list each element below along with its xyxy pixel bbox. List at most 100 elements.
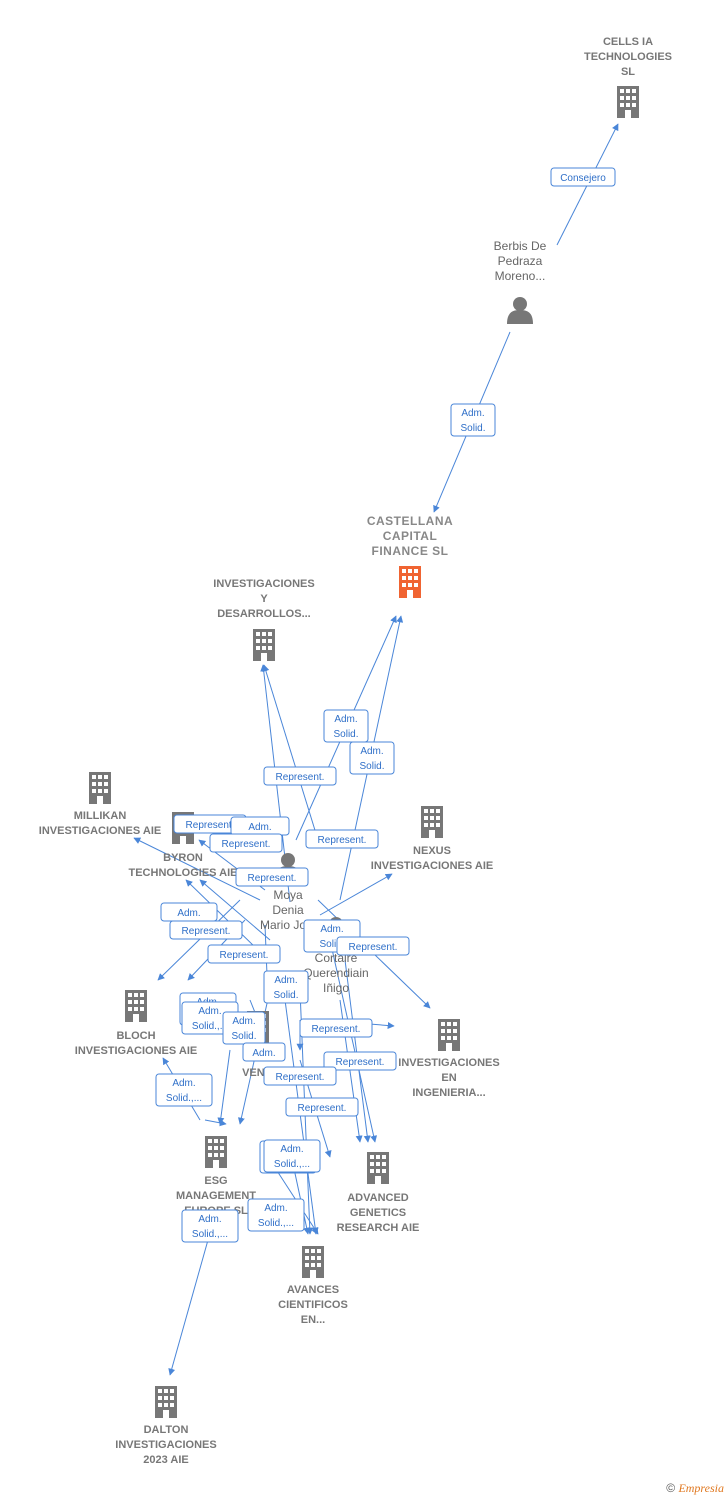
relation-label[interactable]: Represent. bbox=[299, 1018, 373, 1038]
node-label[interactable]: BYRON bbox=[163, 852, 203, 864]
relation-box[interactable] bbox=[550, 167, 616, 187]
relation-label[interactable]: Adm.Solid.,... bbox=[263, 1139, 321, 1173]
relation-label[interactable]: Represent. bbox=[263, 1066, 337, 1086]
node-label[interactable]: FINANCE SL bbox=[372, 544, 449, 558]
relation-box[interactable] bbox=[305, 829, 379, 849]
node-label[interactable]: Iñigo bbox=[323, 981, 349, 995]
node-label[interactable]: INVESTIGACIONES bbox=[398, 1057, 499, 1069]
relation-box[interactable] bbox=[263, 1139, 321, 1173]
relation-box[interactable] bbox=[207, 944, 281, 964]
node-label[interactable]: Mario Jo... bbox=[260, 918, 316, 932]
relation-box[interactable] bbox=[181, 1209, 239, 1243]
relation-box[interactable] bbox=[169, 920, 243, 940]
building-icon[interactable] bbox=[302, 1246, 324, 1278]
building-icon[interactable] bbox=[89, 772, 111, 804]
node-label[interactable]: Pedraza bbox=[498, 254, 543, 268]
node-byron[interactable]: BYRON TECHNOLOGIES AIE bbox=[129, 812, 238, 879]
node-label[interactable]: NEXUS bbox=[413, 845, 451, 857]
relation-box[interactable] bbox=[323, 709, 369, 743]
relation-box[interactable] bbox=[349, 741, 395, 775]
node-advanced[interactable]: ADVANCED GENETICS RESEARCH AIE bbox=[337, 1152, 420, 1234]
footer-brand[interactable]: © Empresia bbox=[666, 1481, 724, 1496]
relation-box[interactable] bbox=[450, 403, 496, 437]
building-icon[interactable] bbox=[367, 1152, 389, 1184]
relation-label[interactable]: Represent. bbox=[323, 1051, 397, 1071]
person-icon[interactable] bbox=[507, 297, 533, 324]
node-dalton[interactable]: DALTON INVESTIGACIONES 2023 AIE bbox=[115, 1386, 217, 1466]
building-icon[interactable] bbox=[617, 86, 639, 118]
relation-label[interactable]: Adm.Solid.,... bbox=[181, 1209, 239, 1243]
node-label[interactable]: TECHNOLOGIES bbox=[584, 51, 672, 63]
node-label[interactable]: CELLS IA bbox=[603, 36, 653, 48]
relation-label[interactable]: Adm.Solid. bbox=[349, 741, 395, 775]
node-label[interactable]: BLOCH bbox=[116, 1030, 155, 1042]
node-label[interactable]: CAPITAL bbox=[383, 529, 438, 543]
node-label[interactable]: RESEARCH AIE bbox=[337, 1222, 420, 1234]
node-label[interactable]: MANAGEMENT bbox=[176, 1190, 256, 1202]
node-cells[interactable]: CELLS IA TECHNOLOGIES SL bbox=[584, 36, 672, 118]
node-label[interactable]: Berbis De bbox=[494, 239, 547, 253]
node-label[interactable]: GENETICS bbox=[350, 1207, 406, 1219]
node-label[interactable]: INVESTIGACIONES AIE bbox=[39, 825, 161, 837]
node-label[interactable]: INVESTIGACIONES AIE bbox=[371, 860, 493, 872]
relation-box[interactable] bbox=[336, 936, 410, 956]
node-label[interactable]: MILLIKAN bbox=[74, 810, 127, 822]
relation-box[interactable] bbox=[263, 1066, 337, 1086]
node-label[interactable]: ADVANCED bbox=[347, 1192, 409, 1204]
relation-label[interactable]: Represent. bbox=[235, 867, 309, 887]
relation-label[interactable]: Represent. bbox=[305, 829, 379, 849]
node-invingen[interactable]: INVESTIGACIONESENINGENIERIA... bbox=[398, 1019, 500, 1099]
relation-label[interactable]: Adm.Solid. bbox=[323, 709, 369, 743]
node-label[interactable]: SL bbox=[621, 66, 635, 78]
relation-box[interactable] bbox=[155, 1073, 213, 1107]
node-label[interactable]: Y bbox=[260, 593, 268, 605]
building-icon[interactable] bbox=[421, 806, 443, 838]
relation-label[interactable]: Represent. bbox=[285, 1097, 359, 1117]
node-label[interactable]: INVESTIGACIONES bbox=[213, 578, 314, 590]
relation-label[interactable]: Adm.Solid. bbox=[450, 403, 496, 437]
node-label[interactable]: INVESTIGACIONES AIE bbox=[75, 1045, 197, 1057]
node-millikan[interactable]: MILLIKAN INVESTIGACIONES AIE bbox=[39, 772, 161, 837]
relation-box[interactable] bbox=[323, 1051, 397, 1071]
node-label[interactable]: CIENTIFICOS bbox=[278, 1299, 348, 1311]
node-berbis[interactable]: Berbis DePedrazaMoreno... bbox=[494, 239, 547, 324]
node-label[interactable]: 2023 AIE bbox=[143, 1454, 188, 1466]
relation-label[interactable]: Consejero bbox=[550, 167, 616, 187]
building-icon[interactable] bbox=[399, 566, 421, 598]
node-label[interactable]: ESG bbox=[204, 1175, 227, 1187]
node-nexus[interactable]: NEXUS INVESTIGACIONES AIE bbox=[371, 806, 493, 872]
building-icon[interactable] bbox=[155, 1386, 177, 1418]
building-icon[interactable] bbox=[438, 1019, 460, 1051]
relation-label[interactable]: Represent. bbox=[336, 936, 410, 956]
node-avances[interactable]: AVANCESCIENTIFICOSEN... bbox=[278, 1246, 348, 1326]
node-label[interactable]: DALTON bbox=[144, 1424, 189, 1436]
relation-label[interactable]: Represent. bbox=[209, 833, 283, 853]
node-label[interactable]: TECHNOLOGIES AIE bbox=[129, 867, 238, 879]
node-label[interactable]: INVESTIGACIONES bbox=[115, 1439, 216, 1451]
relation-label[interactable]: Represent. bbox=[207, 944, 281, 964]
relation-box[interactable] bbox=[209, 833, 283, 853]
node-label[interactable]: EN bbox=[441, 1072, 456, 1084]
building-icon[interactable] bbox=[125, 990, 147, 1022]
relation-box[interactable] bbox=[285, 1097, 359, 1117]
node-label[interactable]: Moreno... bbox=[495, 269, 546, 283]
relation-label[interactable]: Adm.Solid. bbox=[263, 970, 309, 1004]
node-label[interactable]: Querendiain bbox=[303, 966, 368, 980]
relation-label[interactable]: Adm. bbox=[230, 816, 290, 836]
node-bloch[interactable]: BLOCH INVESTIGACIONES AIE bbox=[75, 990, 197, 1057]
node-label[interactable]: DESARROLLOS... bbox=[217, 608, 311, 620]
relation-box[interactable] bbox=[247, 1198, 305, 1232]
relation-label[interactable]: Represent. bbox=[169, 920, 243, 940]
building-icon[interactable] bbox=[253, 629, 275, 661]
relation-label[interactable]: Adm. bbox=[160, 902, 218, 922]
node-label[interactable]: AVANCES bbox=[287, 1284, 339, 1296]
relation-box[interactable] bbox=[263, 970, 309, 1004]
relation-label[interactable]: Adm. bbox=[242, 1042, 286, 1062]
relation-label[interactable]: Represent. bbox=[263, 766, 337, 786]
relation-label[interactable]: Adm.Solid. bbox=[222, 1011, 266, 1045]
relation-label[interactable]: Adm.Solid.,... bbox=[247, 1198, 305, 1232]
node-invdes[interactable]: INVESTIGACIONES Y DESARROLLOS... bbox=[213, 578, 315, 661]
node-label[interactable]: CASTELLANA bbox=[367, 514, 453, 528]
